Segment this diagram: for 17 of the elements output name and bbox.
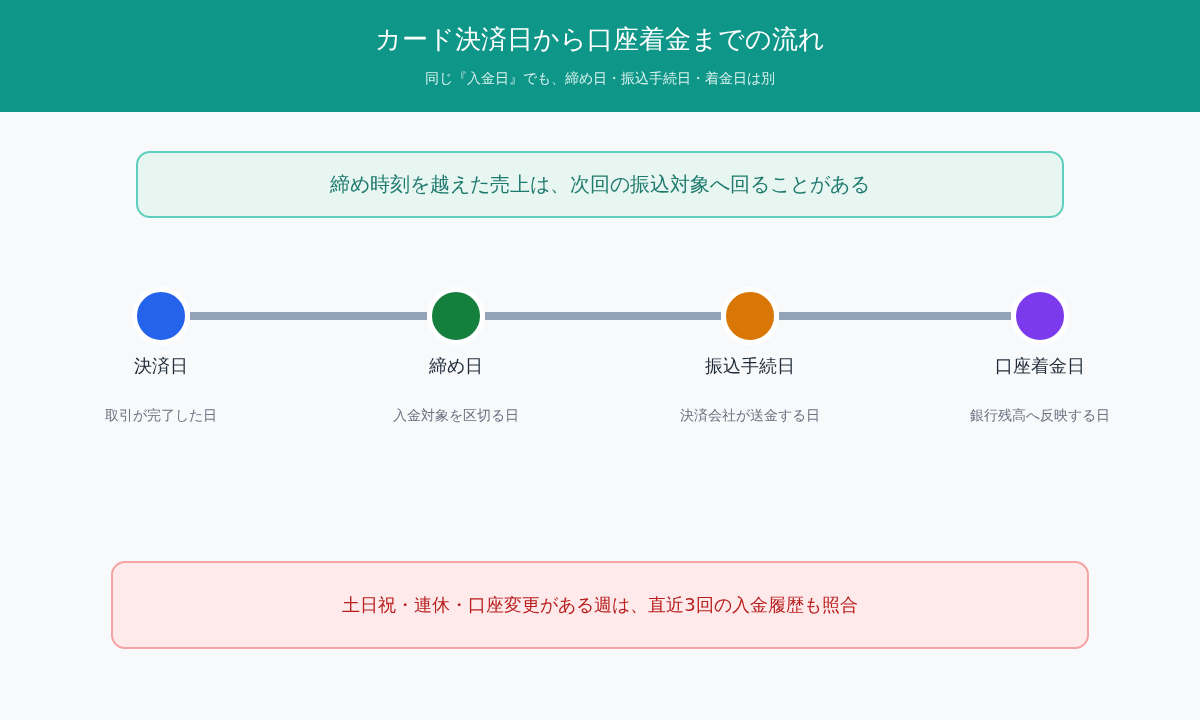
title: カード決済日から口座着金までの流れ bbox=[374, 23, 826, 56]
step-description: 入金対象を区切る日 bbox=[393, 407, 519, 425]
step-label: 決済日 bbox=[134, 354, 188, 378]
step-label: 口座着金日 bbox=[995, 354, 1085, 378]
connector-line bbox=[190, 312, 427, 320]
step-description: 取引が完了した日 bbox=[105, 407, 217, 425]
connector-line bbox=[485, 312, 721, 320]
connector-line bbox=[779, 312, 1011, 320]
step-label: 振込手続日 bbox=[705, 354, 795, 378]
step-description: 銀行残高へ反映する日 bbox=[970, 407, 1110, 425]
callout-text: 締め時刻を越えた売上は、次回の振込対象へ回ることがある bbox=[330, 171, 870, 198]
subtitle: 同じ『入金日』でも、締め日・振込手続日・着金日は別 bbox=[424, 70, 776, 88]
callout-box bbox=[136, 151, 1064, 218]
step-label: 締め日 bbox=[429, 354, 483, 378]
callout-box bbox=[111, 561, 1089, 649]
step-description: 決済会社が送金する日 bbox=[680, 407, 820, 425]
callout-text: 土日祝・連休・口座変更がある週は、直近3回の入金履歴も照合 bbox=[342, 593, 858, 617]
